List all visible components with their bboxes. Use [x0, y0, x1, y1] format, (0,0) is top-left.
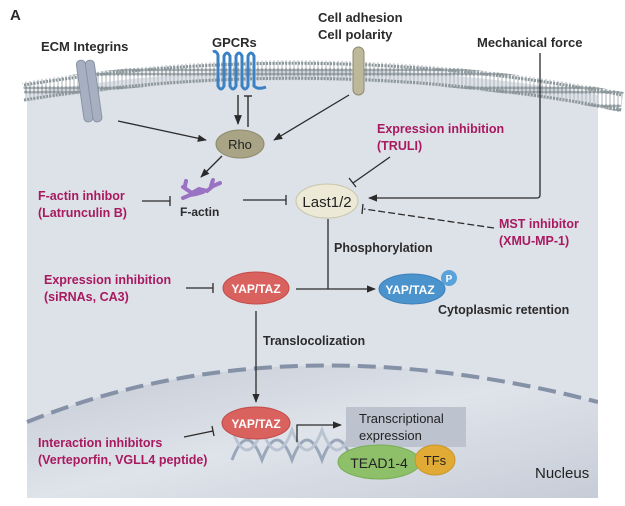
truli-inhibitor-line1: Expression inhibition [377, 122, 504, 136]
tead-node: TEAD1-4 [337, 444, 421, 480]
transcriptional-expression-box [346, 407, 466, 447]
gpcrs-label: GPCRs [212, 35, 257, 50]
phosphate-label: P [446, 274, 453, 285]
integrin-icon [75, 59, 103, 123]
yap-taz-phospho-label: YAP/TAZ [385, 283, 434, 297]
last-node: Last1/2 [295, 183, 359, 219]
nucleus-label: Nucleus [535, 465, 589, 482]
f-actin-icon [181, 178, 222, 200]
dna-helix-icon [230, 425, 354, 465]
f-actin-label: F-actin [180, 205, 219, 219]
nucleus-region [27, 365, 598, 500]
cytoplasmic-retention-label: Cytoplasmic retention [438, 303, 569, 317]
cell-membrane [22, 60, 624, 112]
nuclear-envelope [26, 363, 599, 424]
tfs-label: TFs [424, 453, 447, 468]
gpcr-icon [212, 49, 267, 91]
adhesion-molecule-icon [352, 46, 365, 96]
tfs-node: TFs [414, 444, 456, 476]
translocalization-label: Translocolization [263, 334, 365, 348]
last-label: Last1/2 [302, 194, 351, 211]
panel-label: A [10, 7, 21, 24]
yap-taz-cytoplasm-label: YAP/TAZ [231, 282, 280, 296]
yap-taz-cytoplasm-node: YAP/TAZ [222, 271, 290, 305]
interaction-inhibitor-line2: (Verteporfin, VGLL4 peptide) [38, 453, 207, 467]
rho-label: Rho [228, 137, 252, 152]
transcription-line1: Transcriptional [359, 411, 444, 426]
phosphate-badge [441, 270, 457, 286]
rho-node: Rho [215, 129, 265, 159]
mechanical-force-label: Mechanical force [477, 35, 583, 50]
interaction-inhibitor-line1: Interaction inhibitors [38, 436, 162, 450]
mst-inhibitor-line1: MST inhibitor [499, 217, 579, 231]
cell-adhesion-label: Cell adhesion [318, 10, 403, 25]
cell-polarity-label: Cell polarity [318, 27, 393, 42]
phosphorylation-label: Phosphorylation [334, 241, 433, 255]
factin-inhibitor-line2: (Latrunculin B) [38, 206, 127, 220]
tead-label: TEAD1-4 [350, 455, 408, 471]
sirna-inhibitor-line2: (siRNAs, CA3) [44, 290, 129, 304]
ecm-integrins-label: ECM Integrins [41, 39, 128, 54]
mst-inhibitor-line2: (XMU-MP-1) [499, 234, 569, 248]
yap-taz-nucleus-label: YAP/TAZ [231, 417, 280, 431]
yap-taz-phospho-node: YAP/TAZ P [378, 270, 457, 305]
factin-inhibitor-line1: F-actin inhibor [38, 189, 125, 203]
transcription-line2: expression [359, 428, 422, 443]
sirna-inhibitor-line1: Expression inhibition [44, 273, 171, 287]
yap-taz-nucleus-node: YAP/TAZ [221, 406, 291, 440]
truli-inhibitor-line2: (TRULI) [377, 139, 422, 153]
